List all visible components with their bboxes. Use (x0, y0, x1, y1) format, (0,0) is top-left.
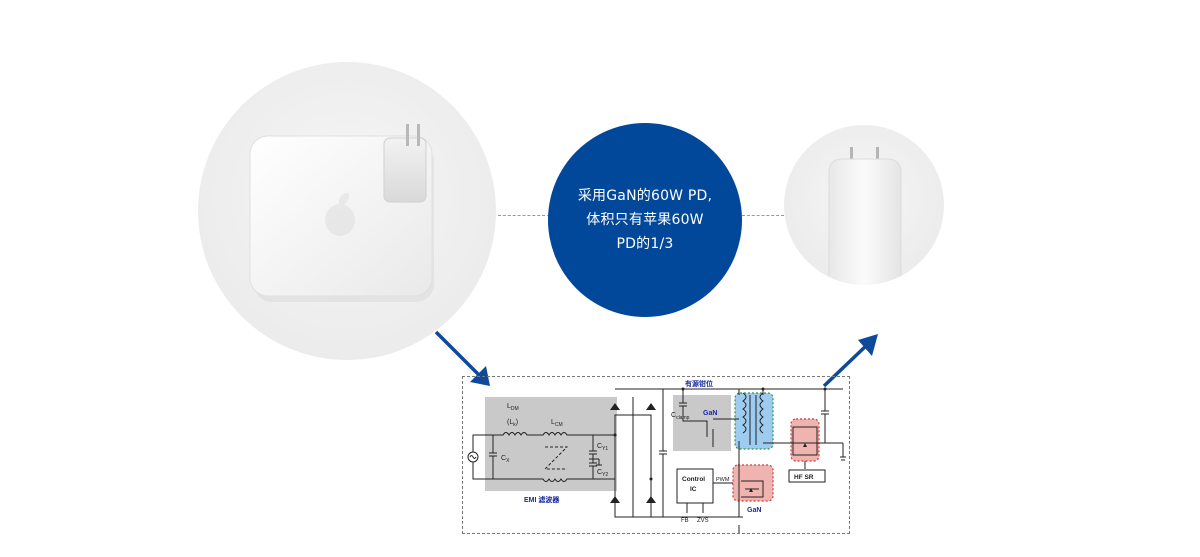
emi-filter-label: EMI 滤波器 (524, 495, 560, 504)
ldm-label: LDM (507, 403, 519, 412)
cclamp-label: Cclamp (671, 412, 690, 421)
cx-label: CX (501, 455, 510, 464)
active-clamp-box (673, 395, 731, 451)
control-ic-line-2: IC (690, 486, 697, 493)
cy2-label: CY2 (597, 469, 608, 478)
callout-line-1: 采用GaN的60W PD, (577, 188, 713, 204)
lcm-label: LCM (551, 419, 563, 428)
callout-line-2: 体积只有苹果60W (586, 212, 704, 228)
fb-label: FB (681, 518, 689, 524)
callout-circle: 采用GaN的60W PD, 体积只有苹果60W PD的1/3 (548, 123, 742, 317)
callout-line-3: PD的1/3 (616, 236, 674, 252)
arrow-up-right-icon (822, 334, 878, 388)
active-clamp-label: 有源钳位 (685, 379, 713, 388)
emi-filter-box (485, 397, 617, 491)
gan-bottom-label: GaN (747, 507, 761, 514)
connector-left-line (498, 215, 550, 216)
apple-adapter-photo (198, 62, 496, 360)
transformer-highlight (734, 392, 774, 450)
gan-adapter-photo (784, 125, 944, 285)
circuit-diagram-frame: 有源钳位 EMI 滤波器 LDM (Lk) LCM CX CY1 CY2 Ccl… (462, 376, 850, 534)
apple-adapter-illustration (249, 124, 434, 302)
hf-sr-highlight (790, 418, 820, 462)
cy1-label: CY1 (597, 443, 608, 452)
zvs-label: ZVS (697, 518, 709, 524)
gan-adapter-illustration (828, 147, 902, 285)
circuit-diagram: 有源钳位 EMI 滤波器 LDM (Lk) LCM CX CY1 CY2 Ccl… (467, 379, 846, 533)
control-ic-line-1: Control (682, 476, 705, 483)
hf-sr-box (788, 469, 826, 483)
callout-text: 采用GaN的60W PD, 体积只有苹果60W PD的1/3 (578, 184, 712, 256)
lk-label: (Lk) (507, 419, 518, 428)
gan-top-label: GaN (703, 410, 717, 417)
pwm-label: PWM (716, 477, 730, 483)
apple-logo-icon (325, 192, 355, 236)
hf-sr-label: HF SR (794, 474, 814, 481)
connector-right-line (742, 215, 784, 216)
